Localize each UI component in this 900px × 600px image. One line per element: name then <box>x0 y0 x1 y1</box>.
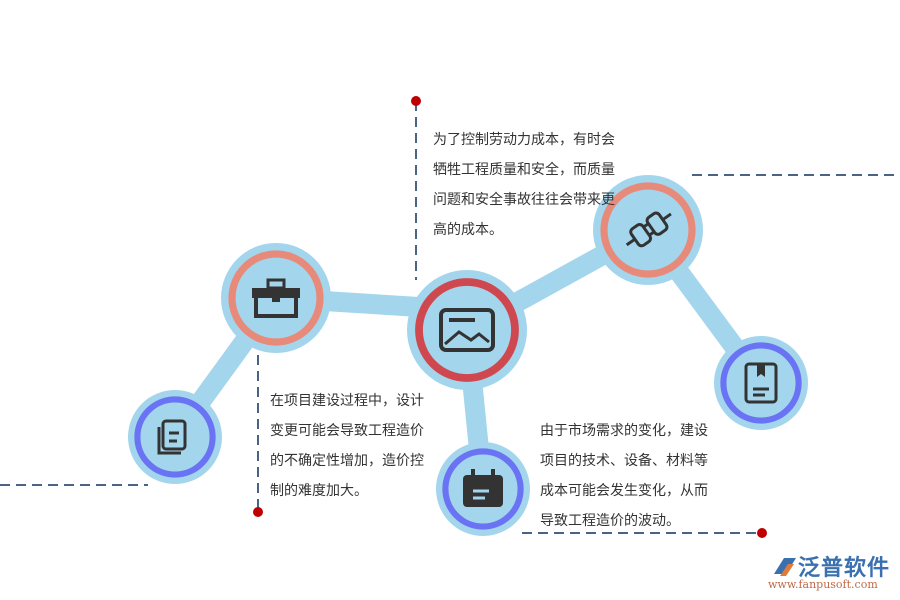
text-line: 制的难度加大。 <box>270 483 368 499</box>
toolbox-icon <box>252 278 300 318</box>
plug-icon <box>625 211 672 248</box>
logo: 泛普软件 www.fanpusoft.com <box>768 550 898 591</box>
node-document <box>128 390 222 484</box>
text-block-right: 由于市场需求的变化，建设 项目的技术、设备、材料等 成本可能会发生变化，从而 导… <box>540 416 708 536</box>
dashed-leaders <box>0 101 900 534</box>
logo-name: 泛普软件 <box>798 556 891 581</box>
logo-mark-icon <box>774 558 796 576</box>
marker-dot <box>411 96 421 106</box>
text-line: 问题和安全事故往往会带来更 <box>433 192 615 208</box>
node-image <box>407 270 527 390</box>
node-calendar <box>436 442 530 536</box>
text-line: 项目的技术、设备、材料等 <box>540 453 708 469</box>
text-line: 在项目建设过程中，设计 <box>270 393 424 409</box>
text-line: 的不确定性增加，造价控 <box>270 453 424 469</box>
node-book <box>714 336 808 430</box>
calendar-icon <box>463 469 503 507</box>
text-line: 成本可能会发生变化，从而 <box>540 483 708 499</box>
document-icon <box>157 419 187 455</box>
text-line: 变更可能会导致工程造价 <box>270 423 424 439</box>
marker-dot <box>757 528 767 538</box>
node-toolbox <box>221 243 331 353</box>
text-block-top: 为了控制劳动力成本，有时会 牺牲工程质量和安全，而质量 问题和安全事故往往会带来… <box>433 125 615 245</box>
text-line: 导致工程造价的波动。 <box>540 513 680 529</box>
node-plug <box>593 175 703 285</box>
text-block-left: 在项目建设过程中，设计 变更可能会导致工程造价 的不确定性增加，造价控 制的难度… <box>270 386 424 506</box>
image-icon <box>439 308 495 352</box>
text-line: 为了控制劳动力成本，有时会 <box>433 132 615 148</box>
text-line: 牺牲工程质量和安全，而质量 <box>433 162 615 178</box>
book-icon <box>744 362 778 404</box>
text-line: 高的成本。 <box>433 222 503 238</box>
marker-dot <box>253 507 263 517</box>
logo-url: www.fanpusoft.com <box>768 578 878 591</box>
text-line: 由于市场需求的变化，建设 <box>540 423 708 439</box>
